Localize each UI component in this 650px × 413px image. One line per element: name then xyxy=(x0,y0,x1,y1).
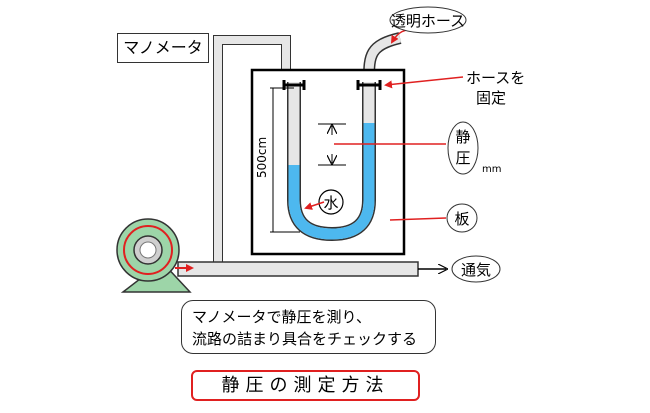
unit-mm-label: mm xyxy=(482,164,501,175)
u-tube xyxy=(287,82,376,242)
transparent-hose-label: 透明ホース xyxy=(391,12,465,30)
board xyxy=(250,68,406,256)
board-label: 板 xyxy=(454,210,469,228)
pressure-difference-arrows xyxy=(318,123,346,166)
description-line1: マノメータで静圧を測り、 xyxy=(192,308,371,326)
static-pressure-char1: 静 xyxy=(455,128,470,146)
hose-clamp-right xyxy=(356,80,382,90)
manometer-title: マノメータ xyxy=(117,33,209,63)
board-label-bubble xyxy=(446,203,478,233)
water-bubble xyxy=(318,189,344,215)
airflow-label-bubble xyxy=(451,255,501,283)
height-dimension xyxy=(270,87,300,233)
hose-label-bubble xyxy=(389,6,467,34)
water-label: 水 xyxy=(323,194,338,212)
blower xyxy=(116,218,192,293)
water-column xyxy=(288,123,375,240)
description-line2: 流路の詰まり具合をチェックする xyxy=(192,330,418,348)
left-hose xyxy=(213,35,291,268)
hose-fix-label-line1: ホースを xyxy=(466,69,525,87)
height-label: 500cm xyxy=(255,137,269,178)
method-title: 静圧の測定方法 xyxy=(191,370,420,401)
airflow-label: 通気 xyxy=(461,261,491,279)
description-box: マノメータで静圧を測り、 流路の詰まり具合をチェックする xyxy=(181,300,436,354)
static-pressure-char2: 圧 xyxy=(455,149,470,167)
static-pressure-bubble xyxy=(447,121,479,175)
duct xyxy=(177,261,419,277)
hose-fix-label-line2: 固定 xyxy=(476,89,506,107)
